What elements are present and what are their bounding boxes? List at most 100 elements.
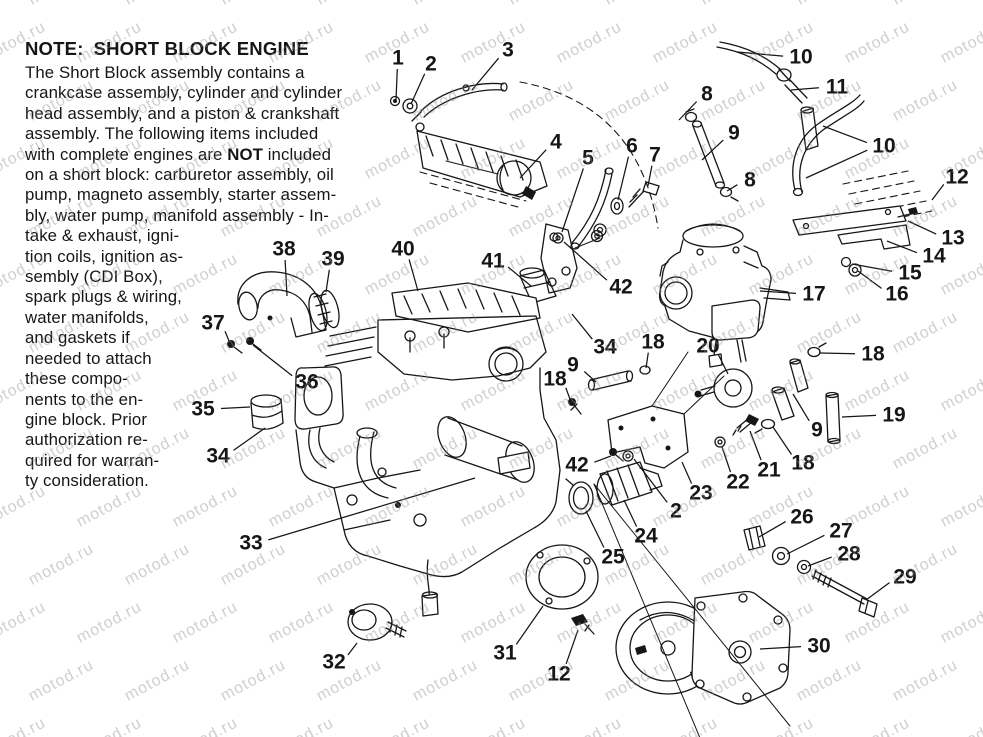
leader-line	[759, 290, 797, 295]
note-line: assembly. The following items included	[25, 124, 319, 144]
note-line: spark plugs & wiring,	[25, 287, 182, 307]
callout-36: 36	[295, 371, 318, 394]
callout-18: 18	[543, 368, 567, 391]
callout-2: 2	[425, 53, 437, 76]
leader-line	[563, 241, 608, 281]
note-line: needed to attach	[25, 348, 152, 368]
callout-29: 29	[893, 566, 916, 589]
leader-line	[822, 125, 868, 144]
callout-41: 41	[481, 250, 505, 273]
callout-35: 35	[191, 398, 215, 421]
leader-line	[623, 499, 638, 527]
note-line: with complete engines are NOT included	[25, 144, 332, 164]
callout-18: 18	[641, 331, 665, 354]
callout-32: 32	[322, 651, 345, 674]
callout-14: 14	[922, 245, 946, 268]
leader-line	[617, 156, 630, 201]
leader-line	[268, 477, 476, 541]
note-line: The Short Block assembly contains a	[25, 63, 305, 82]
callout-21: 21	[757, 459, 781, 482]
note-line: and gaskets if	[25, 328, 130, 348]
leader-line	[233, 427, 266, 451]
callout-31: 31	[493, 642, 517, 665]
leader-line	[758, 521, 787, 538]
note-line: sembly (CDI Box),	[25, 267, 163, 287]
note-label: NOTE:	[25, 38, 84, 59]
callout-34: 34	[593, 336, 617, 359]
note-line: bly, water pump, manifold assembly - In-	[25, 205, 329, 225]
callout-15: 15	[898, 262, 922, 285]
note-line: take & exhaust, igni-	[25, 226, 180, 246]
leader-line	[857, 270, 882, 289]
leader-line	[471, 57, 500, 91]
note-line: authorization re-	[25, 430, 148, 450]
leader-line	[701, 139, 724, 161]
callout-26: 26	[790, 506, 813, 529]
leader-line	[772, 426, 793, 455]
note-block: NOTE: SHORT BLOCK ENGINE The Short Block …	[25, 38, 377, 492]
note-line: nents to the en-	[25, 389, 144, 409]
leader-lines	[220, 51, 945, 665]
callout-18: 18	[861, 343, 885, 366]
leader-line	[325, 269, 330, 293]
leader-line	[790, 87, 820, 91]
callout-42: 42	[609, 276, 632, 299]
leader-line	[841, 414, 877, 418]
note-line: pump, magneto assembly, starter assem-	[25, 185, 337, 205]
note-heading: NOTE: SHORT BLOCK ENGINE	[25, 38, 377, 60]
note-line: tion coils, ignition as-	[25, 246, 184, 266]
leader-line	[633, 458, 668, 503]
leader-line	[585, 510, 605, 548]
callout-38: 38	[272, 238, 296, 261]
callout-2: 2	[670, 500, 682, 523]
leader-line	[645, 352, 649, 369]
leader-line	[717, 354, 729, 375]
callout-12: 12	[547, 663, 570, 686]
callout-12: 12	[945, 166, 968, 189]
callout-27: 27	[829, 520, 852, 543]
callout-30: 30	[807, 635, 830, 658]
note-line: on a short block: carburetor assembly, o…	[25, 165, 334, 185]
callout-17: 17	[802, 283, 825, 306]
note-title: SHORT BLOCK ENGINE	[93, 38, 309, 59]
note-line: these compo-	[25, 369, 128, 389]
leader-line	[721, 446, 732, 473]
callout-34: 34	[206, 445, 230, 468]
leader-line	[395, 68, 398, 101]
leader-line	[736, 51, 784, 57]
leader-line	[410, 73, 426, 105]
note-line: water manifolds,	[25, 307, 149, 327]
leader-line	[759, 645, 802, 650]
leader-line	[347, 642, 358, 656]
callout-9: 9	[811, 419, 823, 442]
callout-24: 24	[634, 525, 658, 548]
callout-28: 28	[837, 543, 861, 566]
callout-19: 19	[882, 404, 905, 427]
callout-11: 11	[826, 76, 849, 99]
callout-9: 9	[728, 122, 740, 145]
leader-line	[408, 259, 419, 292]
callout-39: 39	[321, 248, 344, 271]
leader-line	[224, 330, 230, 342]
leader-line	[865, 582, 890, 601]
callout-42: 42	[565, 454, 588, 477]
callout-3: 3	[502, 39, 514, 62]
callout-8: 8	[744, 169, 756, 192]
callout-10: 10	[789, 46, 812, 69]
leader-line	[252, 344, 293, 377]
leader-line	[220, 406, 251, 410]
leader-line	[931, 184, 945, 201]
note-line: ty consideration.	[25, 471, 149, 491]
leader-line	[583, 371, 597, 383]
leader-line	[807, 556, 832, 567]
callout-9: 9	[567, 354, 579, 377]
callout-16: 16	[885, 283, 908, 306]
leader-line	[507, 266, 532, 287]
callout-5: 5	[582, 147, 594, 170]
callout-37: 37	[201, 312, 224, 335]
leader-line	[284, 259, 288, 297]
